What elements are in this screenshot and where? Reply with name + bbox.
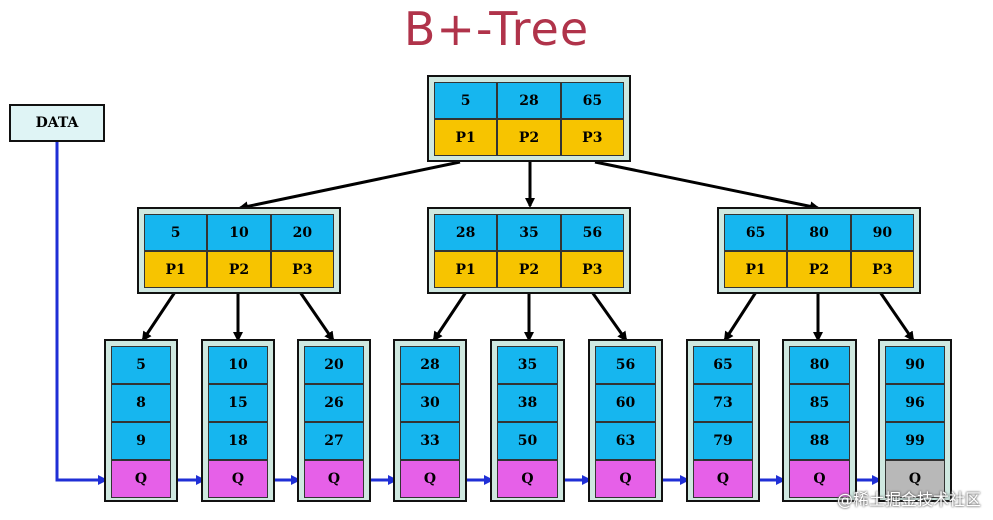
leaf-3-key-1: 20 [304, 346, 364, 384]
arrow-internal-1-to-leaf-1 [141, 291, 177, 342]
leaf-2-key-2: 15 [208, 384, 268, 422]
leaf-4-key-1: 28 [400, 346, 460, 384]
leaf-1-key-2: 8 [111, 384, 171, 422]
leaf-node-1: 5 8 9 Q [104, 339, 178, 502]
leaf-9-key-3: 99 [885, 422, 945, 460]
watermark: @稀土掘金技术社区 [836, 490, 981, 509]
internal-3-key-1: 65 [724, 214, 788, 251]
internal-node-2: 28 35 56 P1 P2 P3 [427, 207, 631, 294]
leaf-5-key-2: 38 [497, 384, 558, 422]
internal-2-key-2: 35 [497, 214, 561, 251]
internal-3-key-3: 90 [850, 214, 914, 251]
leaf-node-8: 80 85 88 Q [782, 339, 857, 502]
leaf-7-link: Q [693, 460, 753, 498]
leaf-3-key-2: 26 [304, 384, 364, 422]
internal-2-pointer-2: P2 [497, 251, 561, 288]
leaf-6-key-1: 56 [595, 346, 656, 384]
arrow-internal-3-to-leaf-7 [723, 291, 758, 342]
root-key-2: 28 [497, 82, 561, 119]
internal-1-pointer-3: P3 [270, 251, 334, 288]
internal-1-pointer-2: P2 [207, 251, 271, 288]
internal-node-1: 5 10 20 P1 P2 P3 [137, 207, 341, 294]
leaf-2-link: Q [208, 460, 268, 498]
arrow-internal-1-to-leaf-3 [298, 291, 335, 342]
internal-2-key-1: 28 [434, 214, 498, 251]
arrow-root-to-internal-3 [594, 160, 820, 212]
internal-3-pointer-1: P1 [724, 251, 788, 288]
leaf-8-key-3: 88 [789, 422, 850, 460]
internal-1-key-2: 10 [207, 214, 271, 251]
leaf-6-key-2: 60 [595, 384, 656, 422]
leaf-9-link: Q [885, 460, 945, 498]
leaf-node-5: 35 38 50 Q [490, 339, 565, 502]
leaf-node-6: 56 60 63 Q [588, 339, 663, 502]
internal-3-pointer-3: P3 [850, 251, 914, 288]
arrow-internal-2-to-leaf-6 [590, 291, 628, 342]
internal-1-key-1: 5 [144, 214, 208, 251]
leaf-6-key-3: 63 [595, 422, 656, 460]
leaf-5-key-3: 50 [497, 422, 558, 460]
leaf-node-9: 90 96 99 Q [878, 339, 952, 502]
leaf-2-key-1: 10 [208, 346, 268, 384]
root-pointer-1: P1 [434, 119, 498, 156]
arrow-internal-3-to-leaf-9 [878, 291, 915, 342]
leaf-5-key-1: 35 [497, 346, 558, 384]
leaf-node-2: 10 15 18 Q [201, 339, 275, 502]
leaf-4-link: Q [400, 460, 460, 498]
leaf-7-key-3: 79 [693, 422, 753, 460]
leaf-node-3: 20 26 27 Q [297, 339, 371, 502]
page-title: B+-Tree [403, 2, 590, 56]
leaf-3-key-3: 27 [304, 422, 364, 460]
leaf-2-key-3: 18 [208, 422, 268, 460]
arrow-root-to-internal-1 [238, 160, 461, 212]
leaf-7-key-1: 65 [693, 346, 753, 384]
root-key-1: 5 [434, 82, 498, 119]
internal-3-key-2: 80 [787, 214, 851, 251]
root-node: 5 28 65 P1 P2 P3 [427, 75, 631, 162]
leaf-3-link: Q [304, 460, 364, 498]
leaf-1-link: Q [111, 460, 171, 498]
root-pointer-3: P3 [560, 119, 624, 156]
leaf-4-key-3: 33 [400, 422, 460, 460]
internal-2-key-3: 56 [560, 214, 624, 251]
leaf-7-key-2: 73 [693, 384, 753, 422]
leaf-9-key-1: 90 [885, 346, 945, 384]
leaf-4-key-2: 30 [400, 384, 460, 422]
leaf-1-key-1: 5 [111, 346, 171, 384]
leaf-node-7: 65 73 79 Q [686, 339, 760, 502]
internal-1-pointer-1: P1 [144, 251, 208, 288]
leaf-1-key-3: 9 [111, 422, 171, 460]
internal-2-pointer-1: P1 [434, 251, 498, 288]
leaf-6-link: Q [595, 460, 656, 498]
arrow-internal-2-to-leaf-4 [432, 291, 468, 342]
leaf-8-link: Q [789, 460, 850, 498]
leaf-9-key-2: 96 [885, 384, 945, 422]
leaf-8-key-1: 80 [789, 346, 850, 384]
leaf-node-4: 28 30 33 Q [393, 339, 467, 502]
leaf-5-link: Q [497, 460, 558, 498]
internal-node-3: 65 80 90 P1 P2 P3 [717, 207, 921, 294]
arrow-data-to-first-leaf [55, 142, 108, 485]
leaf-8-key-2: 85 [789, 384, 850, 422]
root-pointer-2: P2 [497, 119, 561, 156]
internal-1-key-3: 20 [270, 214, 334, 251]
data-entry-box: DATA [9, 104, 105, 142]
root-key-3: 65 [560, 82, 624, 119]
internal-2-pointer-3: P3 [560, 251, 624, 288]
internal-3-pointer-2: P2 [787, 251, 851, 288]
